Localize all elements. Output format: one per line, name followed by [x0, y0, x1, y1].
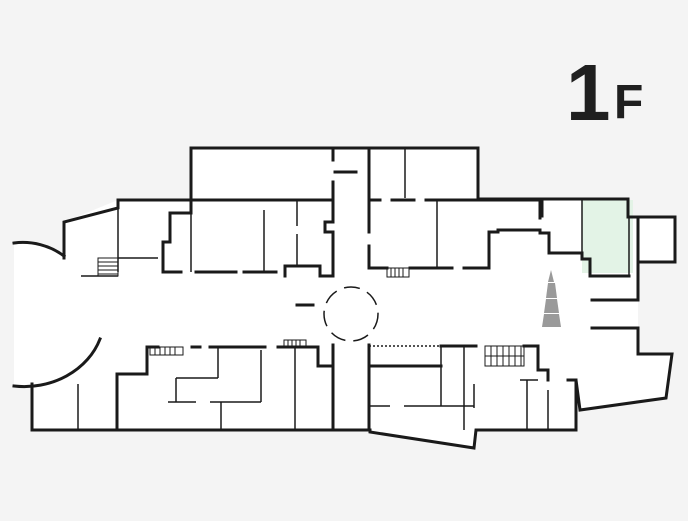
- northeast-block: [367, 148, 640, 278]
- southeast-block: [367, 344, 550, 430]
- lobby-curve-bottom: [12, 337, 102, 389]
- stairs-nw: [97, 257, 119, 277]
- stairs-sw: [149, 346, 184, 356]
- se-wall-c: [522, 344, 550, 382]
- sw-wall-c: [276, 345, 335, 368]
- ne-inner-wall: [462, 228, 631, 278]
- rotunda-circle: [323, 286, 379, 342]
- central-corridor: [331, 146, 371, 432]
- stairs-center: [283, 339, 307, 349]
- stairs-se: [484, 345, 525, 367]
- tower-icon: [542, 270, 561, 327]
- floor-suffix: F: [614, 76, 643, 129]
- floor-area: [14, 148, 675, 448]
- floor-label: 1 F: [566, 48, 643, 137]
- stairs-ne: [386, 267, 410, 278]
- main-floor-fill: [32, 148, 675, 448]
- floor-number: 1: [566, 48, 611, 137]
- south-wall: [30, 378, 578, 450]
- east-wall-1: [590, 260, 640, 302]
- lobby-curve-top: [12, 240, 67, 259]
